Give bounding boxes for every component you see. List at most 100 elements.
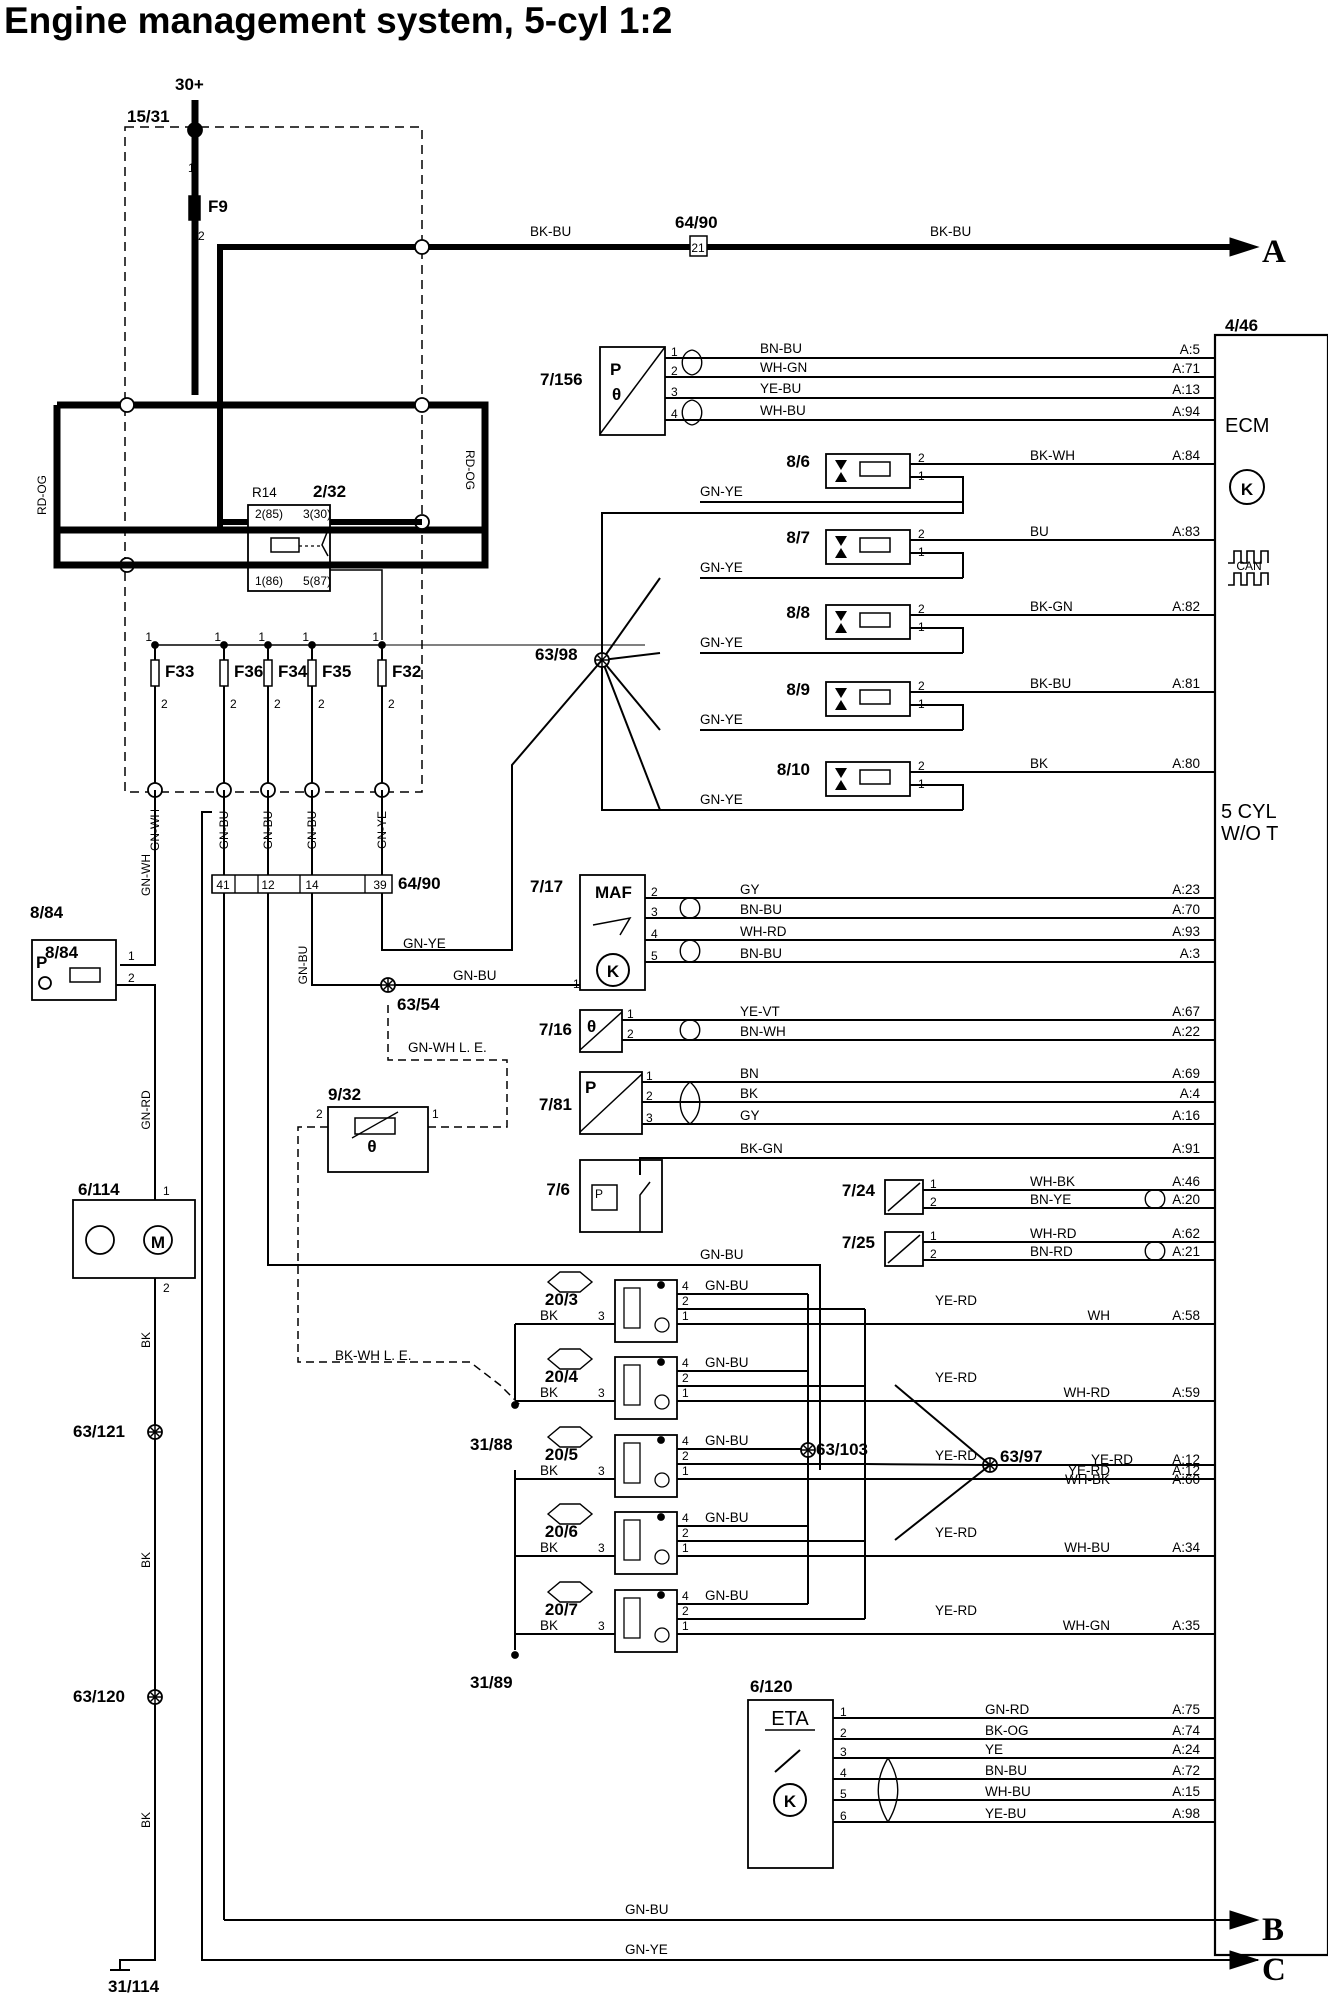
motor-box xyxy=(72,1199,196,1279)
ignition-coil-box xyxy=(614,1356,678,1420)
wire-label: BK xyxy=(139,1552,153,1568)
fuse-pin: 1 xyxy=(302,630,309,644)
ecm-pin-label: A:81 xyxy=(1172,676,1200,691)
wire-label: WH-RD xyxy=(740,924,787,939)
wire xyxy=(894,1384,991,1466)
splice-label: 63/98 xyxy=(535,645,578,664)
pin-label: 5 xyxy=(840,1787,847,1801)
pin-label: 6 xyxy=(840,1809,847,1823)
ecm-pin-label: A:98 xyxy=(1172,1806,1200,1821)
injector-supply-wire xyxy=(601,660,963,811)
wire-label: GN-RD xyxy=(139,1090,153,1130)
heater-box xyxy=(327,1106,429,1173)
wire-label: GN-YE xyxy=(700,635,743,650)
wire-label: BK xyxy=(540,1463,558,1478)
ecm-pin-label: A:12 xyxy=(1172,1463,1200,1478)
heater-element-icon xyxy=(354,1117,396,1135)
fuse-pin: 1 xyxy=(372,630,379,644)
can-signal-icon xyxy=(1228,550,1269,564)
wire-label: GN-YE xyxy=(700,560,743,575)
gn-ye-feed-wire xyxy=(381,659,603,951)
output-c-label: C xyxy=(1262,1952,1286,1988)
fuse-label-f32: F32 xyxy=(392,662,421,681)
inline-pin-box xyxy=(689,235,708,257)
motor-ref: 6/114 xyxy=(78,1180,120,1199)
ignition-coil-ref: 20/6 xyxy=(545,1522,578,1541)
coil-supply-wire xyxy=(267,893,821,1470)
sensor-diagonal xyxy=(599,346,666,435)
relay-ref: 2/32 xyxy=(313,482,346,501)
coil-driver-icon xyxy=(654,1472,670,1488)
pin-label: 2 xyxy=(918,759,925,773)
wire xyxy=(120,790,156,966)
pin-label: 1 xyxy=(432,1107,439,1121)
pin-label: 1 xyxy=(682,1619,689,1633)
temp-sensor-box xyxy=(579,1009,623,1053)
wire-label: BN-BU xyxy=(740,946,782,961)
wire-label: WH-GN xyxy=(1063,1618,1110,1633)
sensor-diagonal xyxy=(887,1234,921,1264)
connection-node xyxy=(119,397,135,413)
coil-winding-icon xyxy=(623,1287,641,1329)
ecm-pin-label: A:69 xyxy=(1172,1066,1200,1081)
wire-label: BK xyxy=(1030,756,1048,771)
le-wire xyxy=(387,1000,508,1128)
injector-supply-wire xyxy=(910,552,964,578)
map-sensor-ref: 7/156 xyxy=(540,370,583,389)
pin-label: 1 xyxy=(682,1541,689,1555)
k-control-icon: K xyxy=(784,1792,797,1811)
sensor-diagonal xyxy=(579,1073,643,1133)
page-title: Engine management system, 5-cyl 1:2 xyxy=(4,0,673,41)
temp-sensor-ref: 7/16 xyxy=(539,1020,572,1039)
pin-label: 2 xyxy=(930,1247,937,1261)
pin-label: 4 xyxy=(682,1511,689,1525)
pin-label: 3 xyxy=(651,905,658,919)
wire-label: GN-BU xyxy=(705,1433,749,1448)
injector-box xyxy=(825,761,911,797)
pin-label: 2 xyxy=(918,602,925,616)
wire xyxy=(601,652,661,661)
injector-coil-icon xyxy=(859,612,891,628)
can-label: CAN xyxy=(1236,559,1261,573)
twisted-pair-icon xyxy=(679,1019,701,1041)
supply-30-label: 30+ xyxy=(175,75,204,94)
inline-pin-label: 21 xyxy=(691,241,705,255)
ecm-pin-label: A:62 xyxy=(1172,1226,1200,1241)
fuse-f9-label: F9 xyxy=(208,197,228,216)
wire xyxy=(601,659,661,811)
wire-label: WH-BK xyxy=(1030,1174,1075,1189)
relay-coil-icon xyxy=(270,537,300,553)
ecm-box xyxy=(1213,333,1328,1957)
fuse-label-f36: F36 xyxy=(234,662,263,681)
spark-plug-icon xyxy=(546,1503,594,1525)
wire-label: GN-BU xyxy=(700,1247,744,1262)
injector-nozzle-icon xyxy=(835,780,847,790)
injector-nozzle-icon xyxy=(835,548,847,558)
wire-label: BN-RD xyxy=(1030,1244,1073,1259)
ground-label: 31/89 xyxy=(470,1673,513,1692)
wire-label: GN-BU xyxy=(705,1355,749,1370)
pin-label: 2 xyxy=(682,1294,689,1308)
wire-label: GY xyxy=(740,1108,760,1123)
rd-og-harness xyxy=(53,530,489,569)
wire-label: BU xyxy=(1030,524,1049,539)
maf-label: MAF xyxy=(595,883,632,902)
wire-label: WH-BU xyxy=(1064,1540,1110,1555)
ecm-pin-label: A:23 xyxy=(1172,882,1200,897)
connector-pin: 41 xyxy=(216,878,230,892)
fuse-pin: 2 xyxy=(274,697,281,711)
fuse-pin: 2 xyxy=(198,229,205,243)
injector-supply-wire xyxy=(910,784,964,810)
twisted-pair-icon xyxy=(877,1757,899,1823)
splice-label: 63/103 xyxy=(816,1440,868,1459)
coil-driver-icon xyxy=(654,1394,670,1410)
ecm-pin-label: A:93 xyxy=(1172,924,1200,939)
wire-label: BK xyxy=(540,1540,558,1555)
knock-sensor-ref: 7/25 xyxy=(842,1233,875,1252)
ignition-coil-box xyxy=(614,1511,678,1575)
wire-label: WH xyxy=(1088,1308,1111,1323)
pin-label: 3 xyxy=(598,1309,605,1323)
injector-supply-wire xyxy=(910,627,964,653)
wire-label: GN-BU xyxy=(705,1278,749,1293)
connection-node xyxy=(414,239,430,255)
